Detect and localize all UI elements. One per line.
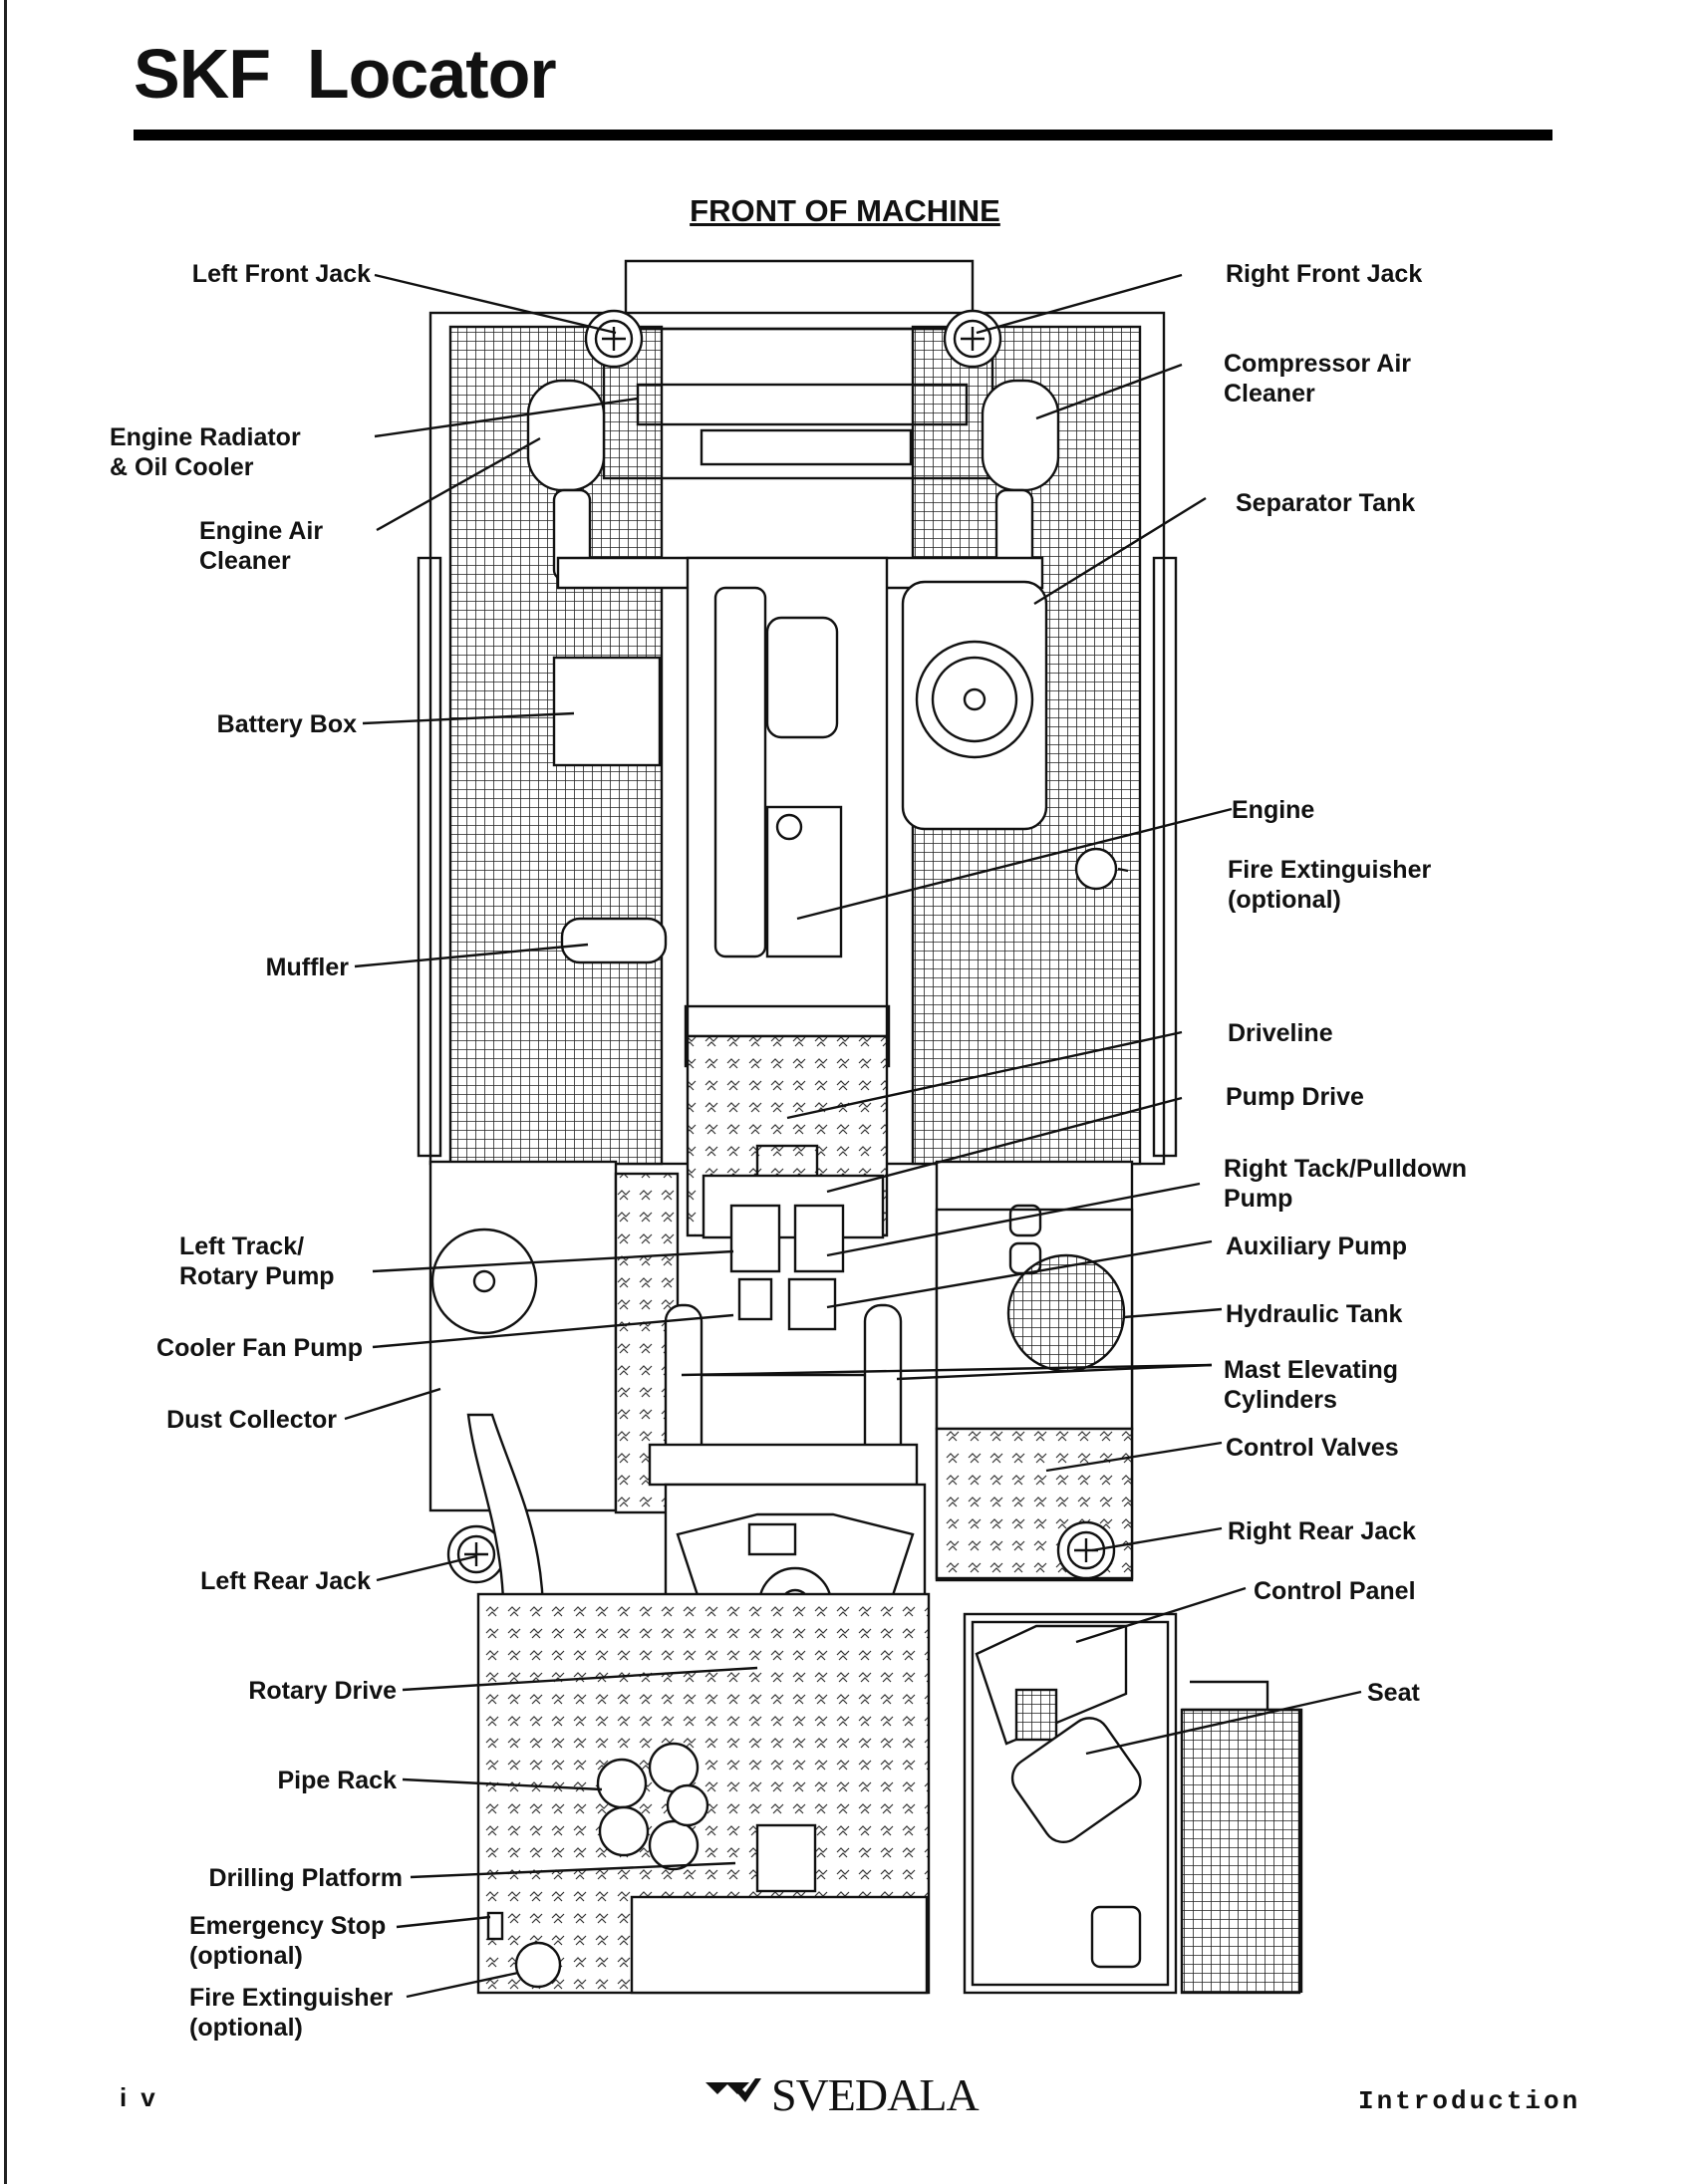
label-driveline: Driveline xyxy=(1228,1019,1333,1047)
page-left-border xyxy=(4,0,7,2184)
label-fire-extinguisher-left: Fire Extinguisher (optional) xyxy=(189,1984,394,2042)
title-underline-rule xyxy=(134,130,1552,140)
label-mast-elevating-cylinders: Mast Elevating Cylinders xyxy=(1224,1356,1399,1414)
label-left-front-jack: Left Front Jack xyxy=(191,260,371,288)
brand-name: SVEDALA xyxy=(771,2069,980,2120)
page-number: iv xyxy=(120,2082,169,2112)
battery-box-shape xyxy=(552,656,662,767)
label-auxiliary-pump: Auxiliary Pump xyxy=(1226,1232,1407,1260)
dust-collector-shape xyxy=(428,1160,618,1512)
label-cooler-fan-pump: Cooler Fan Pump xyxy=(156,1334,363,1362)
label-control-valves: Control Valves xyxy=(1226,1434,1399,1462)
label-rotary-drive: Rotary Drive xyxy=(248,1677,397,1705)
fire-extinguisher-right-shape xyxy=(1074,847,1118,891)
label-right-front-jack: Right Front Jack xyxy=(1226,260,1423,288)
label-compressor-air-cleaner: Compressor Air Cleaner xyxy=(1224,350,1412,408)
label-drilling-platform: Drilling Platform xyxy=(208,1864,403,1892)
muffler-shape xyxy=(560,917,668,964)
label-engine: Engine xyxy=(1232,796,1315,824)
label-control-panel: Control Panel xyxy=(1254,1577,1416,1605)
label-emergency-stop: Emergency Stop (optional) xyxy=(189,1912,387,1970)
fire-extinguisher-left-shape xyxy=(514,1941,562,1989)
control-panel-shape xyxy=(975,1624,1128,1746)
label-left-rear-jack: Left Rear Jack xyxy=(200,1567,371,1595)
label-muffler: Muffler xyxy=(265,954,349,981)
pipe-rack-shape xyxy=(596,1742,709,1871)
label-dust-collector: Dust Collector xyxy=(166,1406,337,1434)
emergency-stop-shape xyxy=(486,1911,504,1941)
section-name: Introduction xyxy=(1358,2086,1581,2116)
label-pump-drive: Pump Drive xyxy=(1226,1083,1364,1111)
svedala-logo-icon xyxy=(705,2078,761,2102)
page-title: SKF Locator xyxy=(134,35,557,113)
label-pipe-rack: Pipe Rack xyxy=(277,1767,397,1794)
label-engine-radiator: Engine Radiator & Oil Cooler xyxy=(110,423,301,481)
label-engine-air-cleaner: Engine Air Cleaner xyxy=(199,517,324,575)
label-hydraulic-tank: Hydraulic Tank xyxy=(1226,1300,1403,1328)
separator-tank-shape xyxy=(901,580,1048,831)
label-right-rear-jack: Right Rear Jack xyxy=(1228,1517,1416,1545)
label-left-track-rotary-pump: Left Track/ Rotary Pump xyxy=(179,1232,335,1290)
label-fire-extinguisher-right: Fire Extinguisher (optional) xyxy=(1228,856,1432,914)
label-separator-tank: Separator Tank xyxy=(1236,489,1416,517)
label-battery-box: Battery Box xyxy=(216,710,357,738)
label-seat: Seat xyxy=(1367,1679,1420,1707)
diagram-heading: FRONT OF MACHINE xyxy=(690,193,1000,228)
label-right-tack-pulldown-pump: Right Tack/Pulldown Pump xyxy=(1224,1155,1467,1213)
